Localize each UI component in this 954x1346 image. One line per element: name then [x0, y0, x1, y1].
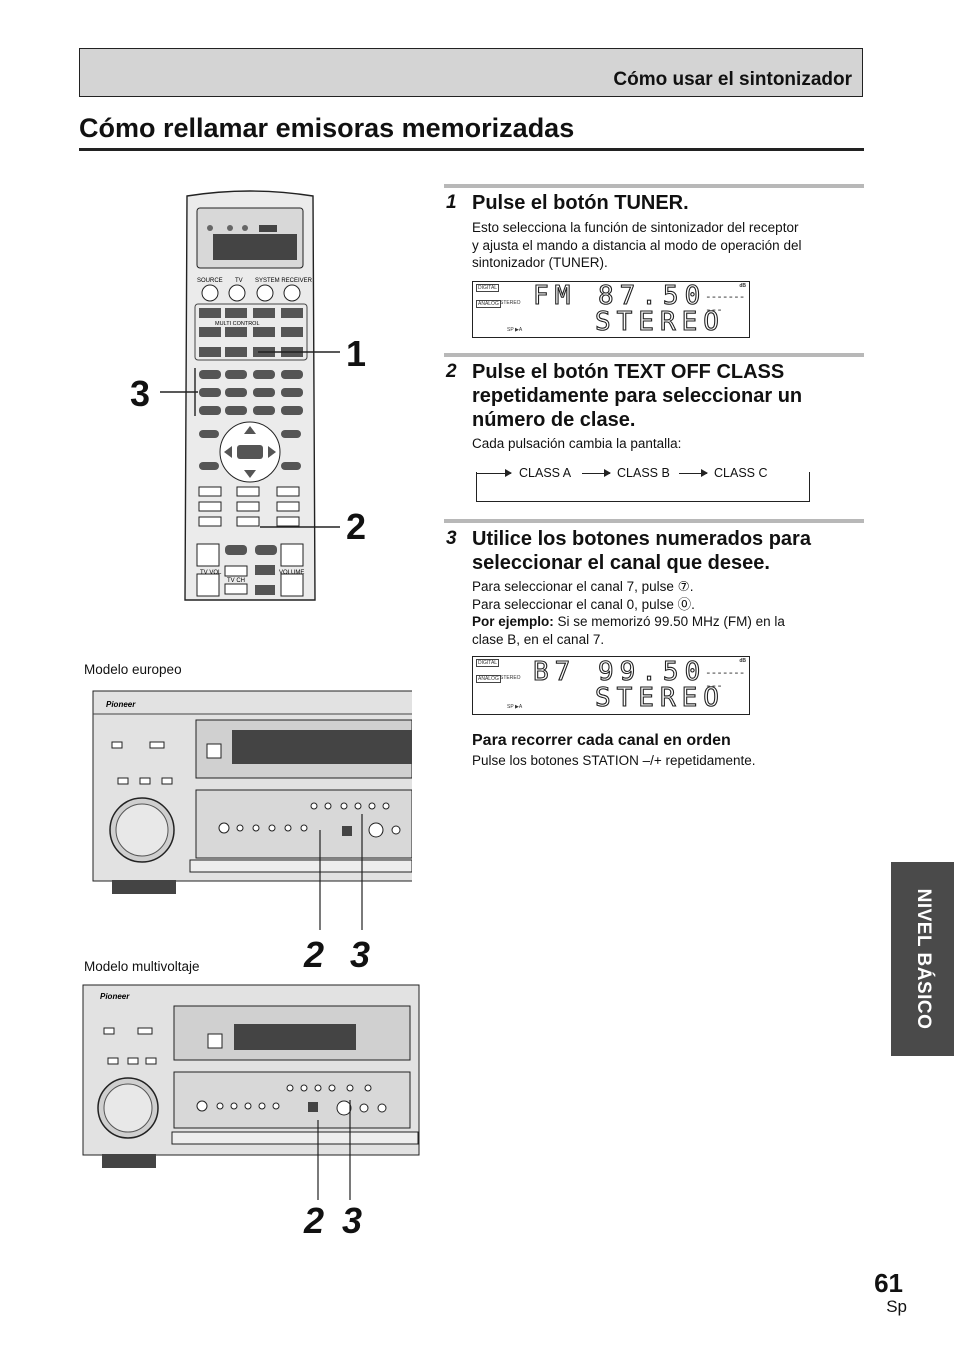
callout-1-remote: 1 [346, 333, 367, 374]
subsection-body: Pulse los botones STATION –/+ repetidame… [472, 753, 756, 768]
step1-title: Pulse el botón TUNER. [472, 192, 689, 214]
display-db: dB [739, 658, 746, 664]
step1-number: 1 [446, 192, 457, 213]
brand-logo-multivoltage: Pioneer [100, 992, 130, 1001]
example-text: clase B, en el canal 7. [472, 631, 605, 647]
svg-text:MULTI CONTROL: MULTI CONTROL [215, 321, 260, 327]
callout-3-european: 3 [350, 934, 371, 975]
tuner-display-1: DIGITAL ANALOG STEREO SP ▶A dB FM 87.50 … [472, 280, 750, 338]
tuner-display-2: DIGITAL ANALOG STEREO SP ▶A dB B7 99.50 … [472, 656, 750, 715]
step3-title: Utilice los botones numerados para selec… [472, 527, 811, 575]
page-language: Sp [886, 1297, 907, 1316]
display-tag: SP ▶A [507, 704, 523, 710]
class-arrow [679, 469, 708, 477]
step1-body-line: Esto selecciona la función de sintonizad… [472, 220, 799, 235]
class-b-label: CLASS B [614, 466, 673, 480]
remote-tv-vol-label: TV VOL [200, 570, 222, 576]
receiver-multivoltage-illustration: Pioneer [82, 984, 420, 1168]
class-a-label: CLASS A [516, 466, 575, 480]
display-sub: STEREO [594, 306, 725, 337]
step3-number: 3 [446, 528, 457, 549]
subsection-title: Para recorrer cada canal en orden [472, 732, 731, 749]
display-tag: DIGITAL [476, 659, 500, 667]
side-tab-label: NIVEL BÁSICO [912, 888, 934, 1030]
remote-callout-lines [160, 351, 340, 528]
step3-title-line: seleccionar el canal que desee. [472, 552, 770, 574]
display-tag: SP ▶A [507, 327, 523, 333]
remote-volume-label: VOLUME [279, 570, 304, 576]
callout-2-multivoltage: 2 [304, 1200, 325, 1241]
step2-number: 2 [446, 361, 457, 382]
caption-european-model: Modelo europeo [84, 662, 182, 677]
display-main: B7 99.50 [532, 656, 707, 687]
class-c-label: CLASS C [711, 466, 771, 480]
step2-title-line: Pulse el botón TEXT OFF CLASS [472, 361, 785, 383]
section-header-bar: Cómo usar el sintonizador [79, 48, 863, 97]
step3-example-line: Por ejemplo: Si se memorizó 99.50 MHz (F… [472, 613, 785, 631]
callout-2-remote: 2 [346, 506, 367, 547]
step3-body-line: Para seleccionar el canal 0, pulse ⓪. [472, 596, 695, 612]
display-tag: STEREO [500, 300, 521, 306]
display-level-dashes: ---------- [705, 666, 745, 692]
step1-body-line: sintonizador (TUNER). [472, 255, 608, 270]
display-tag: STEREO [500, 675, 521, 681]
display-tag: DIGITAL [476, 284, 500, 292]
caption-multivoltage-model: Modelo multivoltaje [84, 959, 200, 974]
step3-body-line: Para seleccionar el canal 7, pulse ⑦. [472, 579, 694, 594]
section-title: Cómo usar el sintonizador [613, 69, 852, 90]
step2-rule [444, 353, 864, 357]
display-tag: ANALOG [476, 300, 501, 308]
step3-title-line: Utilice los botones numerados para [472, 528, 811, 550]
callout-3-multivoltage: 3 [342, 1200, 363, 1241]
step3-body: Para seleccionar el canal 7, pulse ⑦. Pa… [472, 578, 785, 648]
display-db: dB [739, 283, 746, 289]
step1-body-line: y ajusta el mando a distancia al modo de… [472, 237, 802, 253]
svg-text:SOURCE: SOURCE [197, 278, 223, 284]
brand-logo-european: Pioneer [106, 700, 136, 709]
class-arrow [582, 469, 611, 477]
side-tab: NIVEL BÁSICO [891, 862, 954, 1056]
display-sub: STEREO [594, 682, 725, 713]
page-title: Cómo rellamar emisoras memorizadas [79, 113, 575, 143]
step2-title: Pulse el botón TEXT OFF CLASS repetidame… [472, 360, 802, 432]
receiver-european-illustration: Pioneer [92, 690, 412, 894]
page-number: 61 [874, 1268, 903, 1298]
remote-tv-ch-label: TV CH [227, 578, 245, 584]
class-arrow [476, 469, 512, 477]
svg-text:TV: TV [235, 278, 243, 284]
example-text: Si se memorizó 99.50 MHz (FM) en la [557, 614, 785, 629]
title-rule [79, 148, 864, 151]
step1-rule [444, 184, 864, 188]
step2-title-line: número de clase. [472, 409, 636, 431]
display-main: FM 87.50 [532, 280, 707, 311]
step3-rule [444, 519, 864, 523]
display-tag: ANALOG [476, 675, 501, 683]
step2-title-line: repetidamente para seleccionar un [472, 385, 803, 407]
step1-body: Esto selecciona la función de sintonizad… [472, 219, 801, 272]
svg-text:SYSTEM RECEIVER: SYSTEM RECEIVER [255, 278, 313, 284]
callout-3-remote: 3 [130, 373, 151, 414]
display-level-dashes: ---------- [705, 290, 745, 316]
class-cycle-loop [476, 472, 810, 502]
receiver-callout-lines [317, 814, 363, 1200]
example-label: Por ejemplo: [472, 614, 554, 629]
step2-body: Cada pulsación cambia la pantalla: [472, 436, 682, 451]
callout-2-european: 2 [304, 934, 325, 975]
